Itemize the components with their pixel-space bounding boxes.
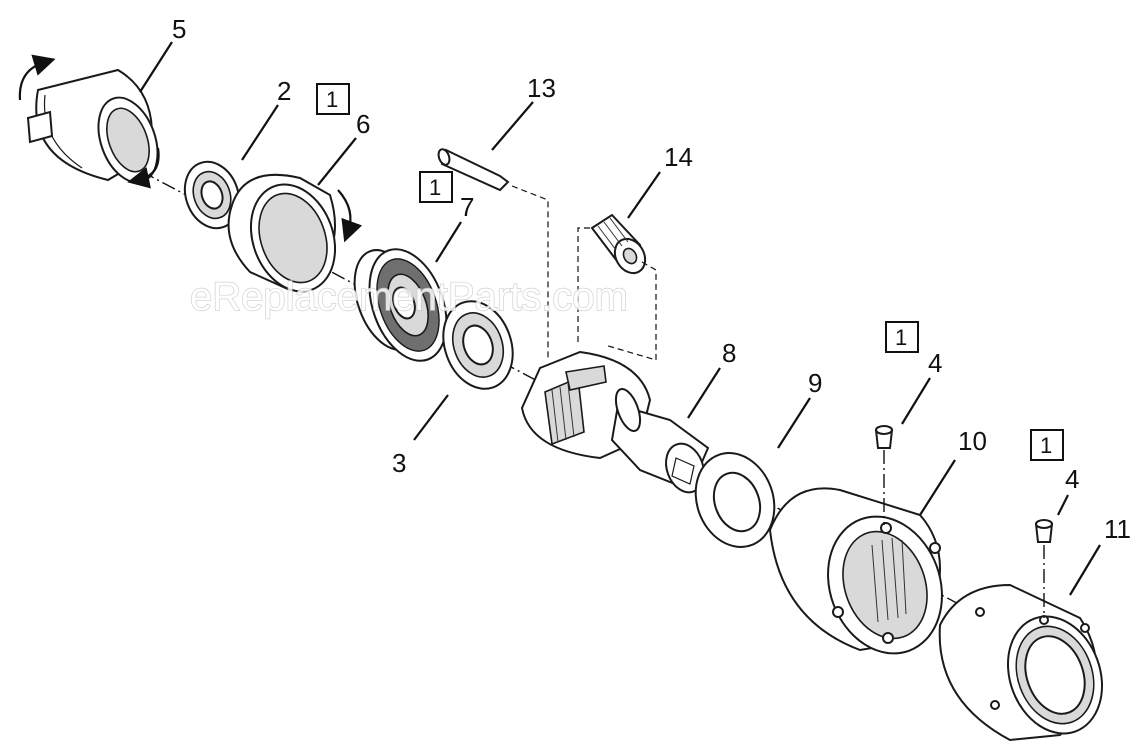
callout-5: 5	[172, 14, 186, 44]
part-9-washer	[694, 452, 776, 548]
part-7-gear	[353, 248, 448, 362]
callout-10: 10	[958, 426, 987, 456]
part-14-roller	[577, 213, 657, 361]
callout-4-lower: 4	[1065, 464, 1079, 494]
callout-6: 6	[356, 109, 370, 139]
callout-4-upper: 4	[928, 348, 942, 378]
part-6-collar	[227, 173, 363, 293]
boxed-note-1-b: 1	[419, 171, 453, 203]
callout-9: 9	[808, 368, 822, 398]
callout-numbers: 5 2 6 13 14 7 3 8 9 4 10 4 11	[172, 14, 1131, 544]
part-3-bearing	[442, 300, 514, 390]
callout-8: 8	[722, 338, 736, 368]
callout-14: 14	[664, 142, 693, 172]
leader-lines	[139, 41, 1101, 596]
callout-7: 7	[460, 192, 474, 222]
watermark: eReplacementParts.com	[190, 275, 628, 319]
part-4-set-screw-lower	[1034, 519, 1054, 618]
part-5-sleeve	[18, 54, 160, 189]
part-10-housing	[768, 487, 943, 655]
svg-text:1: 1	[326, 87, 338, 112]
svg-text:1: 1	[429, 175, 441, 200]
svg-text:1: 1	[895, 325, 907, 350]
part-8-carrier	[520, 350, 710, 494]
callout-11: 11	[1104, 514, 1131, 544]
boxed-note-1-a: 1	[316, 83, 350, 115]
callout-3: 3	[392, 448, 406, 478]
part-13-pin	[437, 148, 549, 360]
part-2-bearing	[183, 160, 241, 230]
callout-2: 2	[277, 76, 291, 106]
part-4-set-screw-upper	[874, 425, 894, 525]
svg-text:1: 1	[1040, 433, 1052, 458]
boxed-note-1-d: 1	[1030, 429, 1064, 461]
part-11-end-cap	[938, 583, 1104, 742]
callout-13: 13	[527, 73, 556, 103]
boxed-note-1-c: 1	[885, 321, 919, 353]
